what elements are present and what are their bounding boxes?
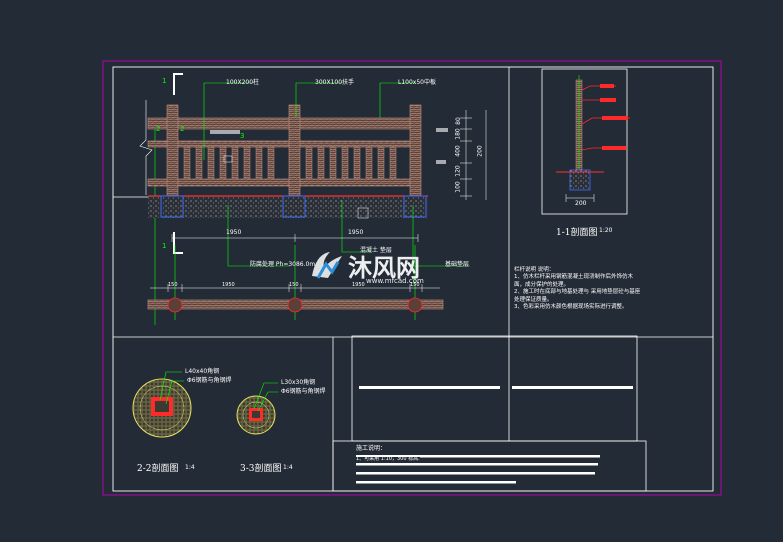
dim-right-2: 400 xyxy=(454,145,462,157)
callout-base-left: 防腐处理 Ph=3086.0m xyxy=(250,261,316,268)
dim-right-3: 120 xyxy=(454,165,462,177)
section-1-title: 1-1剖面图 xyxy=(556,228,598,238)
watermark-url: www.mfcad.com xyxy=(366,277,424,285)
plan-dim-1: 1950 xyxy=(222,282,235,288)
section-2-label-b: Φ6钢筋与角钢焊 xyxy=(187,377,232,384)
plan-dim-0: 150 xyxy=(168,282,178,288)
callout-base-right: 基础垫层 xyxy=(445,261,470,268)
section-3-title: 3-3剖面图 xyxy=(240,464,282,474)
dim-right-4: 100 xyxy=(454,181,462,193)
note-line: 1、仿木栏杆采用钢筋混凝土现浇制作后外饰仿木 xyxy=(514,274,634,281)
section-2-scale: 1:4 xyxy=(185,464,195,471)
plan-dim-4: 150 xyxy=(410,282,420,288)
section-3-detail xyxy=(236,382,278,435)
callout-middle-board: L100x50中板 xyxy=(398,79,436,86)
section-3-label-b: Φ6钢筋与角钢焊 xyxy=(281,388,326,395)
detail-mark-2b: 2 xyxy=(180,125,185,133)
section-1-scale: 1:20 xyxy=(599,227,613,234)
watermark-logo-icon xyxy=(312,252,342,279)
title-block xyxy=(332,440,647,492)
plan-dim-3: 1950 xyxy=(352,282,365,288)
note-line: 面，成分保护的处理。 xyxy=(514,281,570,288)
dim-right-0: 80 xyxy=(454,117,462,125)
watermark: 沐风网 www.mfcad.com xyxy=(308,246,448,292)
section-mark-1-bottom: 1 xyxy=(162,242,167,250)
note-line: 3、色彩采用仿木颜色根据现场实际进行调整。 xyxy=(514,304,628,311)
dim-right-1: 180 xyxy=(454,128,462,140)
detail-mark-2a: 2 xyxy=(156,125,161,133)
section-3-scale: 1:4 xyxy=(283,464,293,471)
detail-mark-3: 3 xyxy=(240,132,245,140)
section-2-label-a: L40x40角钢 xyxy=(185,368,220,375)
section-1-width: 200 xyxy=(575,200,587,207)
section-2-title: 2-2剖面图 xyxy=(137,464,179,474)
section-3-label-a: L30x30角钢 xyxy=(281,379,316,386)
plan-dim-2: 150 xyxy=(289,282,299,288)
dim-bottom-left: 1950 xyxy=(226,229,242,236)
railing-elevation xyxy=(139,73,487,325)
note-line: 2、施工时在底部与地基处理与 采用地垫层砼与基座 xyxy=(514,289,641,296)
dim-bottom-right: 1950 xyxy=(348,229,364,236)
construction-notes-line: 1、可采用 1:10，300 标高. xyxy=(356,456,420,462)
construction-notes-title: 施工说明： xyxy=(356,445,387,452)
outer-border xyxy=(102,60,722,496)
watermark-brand: 沐风网 xyxy=(348,254,420,282)
section-2-detail xyxy=(132,371,192,438)
section-1-box xyxy=(541,68,628,215)
railing-notes: 栏杆说明 说明： 1、仿木栏杆采用钢筋混凝土现浇制作后外饰仿木 面，成分保护的处… xyxy=(514,267,640,311)
railing-plan xyxy=(147,284,444,313)
callout-handrail: 300X100扶手 xyxy=(315,79,355,86)
notes-title: 栏杆说明 说明： xyxy=(514,267,555,273)
dim-right-5: 200 xyxy=(476,145,484,157)
note-line: 处理保证质量。 xyxy=(514,296,553,303)
section-mark-1-top: 1 xyxy=(162,77,167,85)
section-1-detail xyxy=(556,75,630,202)
callout-base-mid: 混凝土 垫层 xyxy=(360,247,392,254)
callout-post: 100X200柱 xyxy=(226,79,260,86)
